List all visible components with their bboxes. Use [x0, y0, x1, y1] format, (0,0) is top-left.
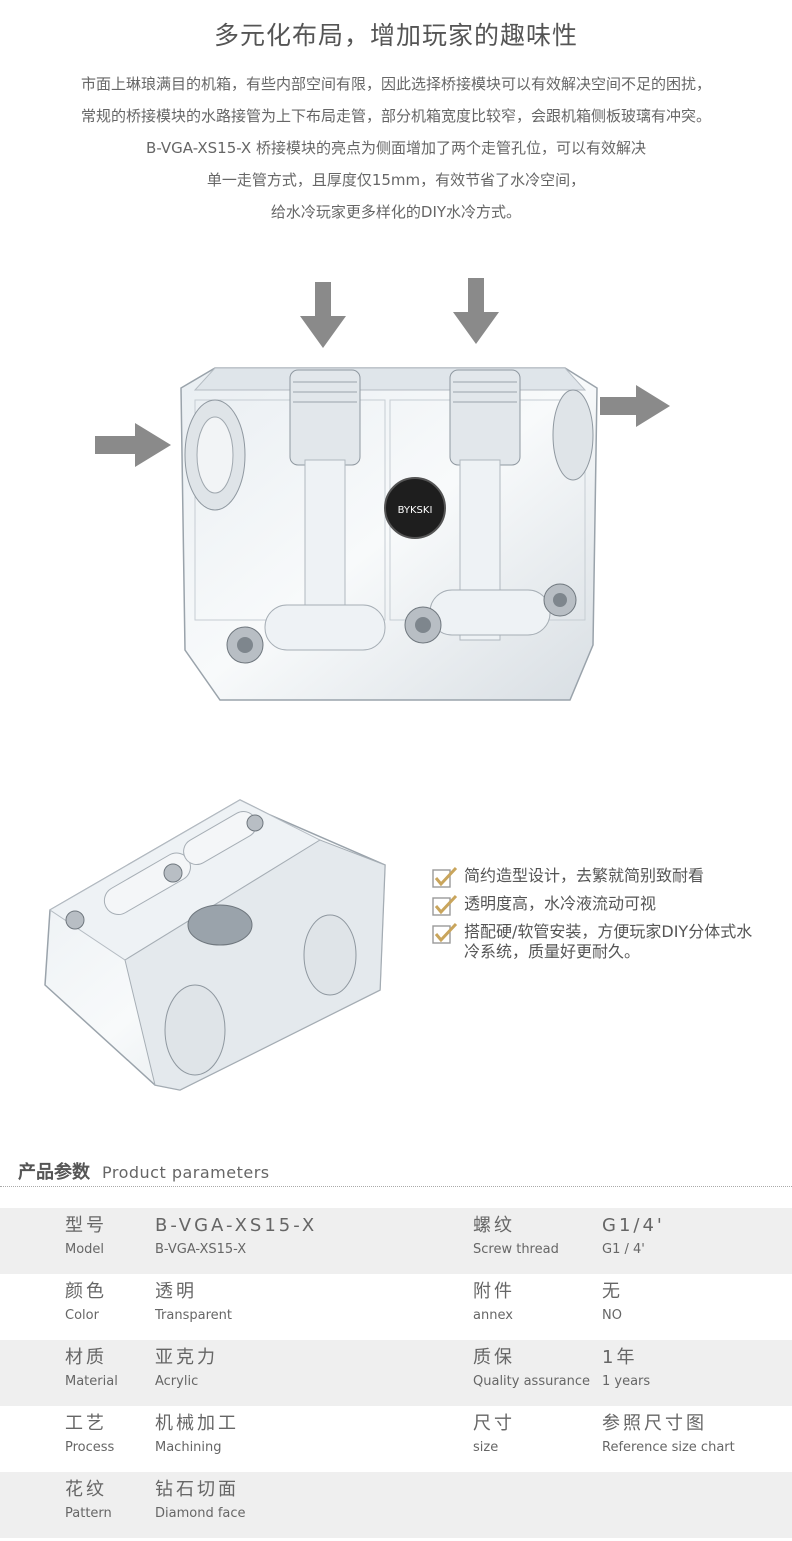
headline: 多元化布局，增加玩家的趣味性	[213, 21, 578, 50]
param-value-en: B-VGA-XS15-X	[155, 1242, 247, 1257]
intro-line: 常规的桥接模块的水路接管为上下布局走管，部分机箱宽度比较窄，会跟机箱侧板玻璃有冲…	[80, 107, 711, 125]
param-value-en: Transparent	[155, 1308, 232, 1323]
checkbox-checked-icon	[432, 894, 458, 916]
param-value-en: G1 / 4'	[602, 1242, 645, 1257]
param-label: 花纹	[65, 1479, 107, 1500]
intro-paragraph: 市面上琳琅满目的机箱，有些内部空间有限，因此选择桥接模块可以有效解决空间不足的困…	[20, 68, 772, 228]
param-value: 参照尺寸图	[602, 1413, 707, 1434]
param-value: 透明	[155, 1281, 197, 1302]
param-label: 型号	[65, 1215, 107, 1236]
arrow-right-icon	[600, 385, 670, 427]
param-label-en: annex	[473, 1308, 513, 1323]
feature-text: 搭配硬/软管安装，方便玩家DIY分体式水冷系统，质量好更耐久。	[464, 922, 753, 961]
list-item: 简约造型设计，去繁就简别致耐看	[432, 866, 772, 888]
intro-line: 市面上琳琅满目的机箱，有些内部空间有限，因此选择桥接模块可以有效解决空间不足的困…	[80, 75, 711, 93]
param-label: 材质	[65, 1347, 107, 1368]
param-value-en: Machining	[155, 1440, 222, 1455]
param-label-en: Quality assurance	[473, 1374, 591, 1389]
list-item: 透明度高，水冷液流动可视	[432, 894, 772, 916]
param-value-en: Reference size chart	[602, 1440, 735, 1455]
param-value: G1/4'	[602, 1215, 665, 1236]
param-value-en: Acrylic	[155, 1374, 199, 1389]
params-title-en: Product parameters	[102, 1163, 270, 1182]
param-label-en: Screw thread	[473, 1242, 559, 1257]
param-value: 钻石切面	[155, 1479, 239, 1500]
param-label-en: Material	[65, 1374, 118, 1389]
param-value: 机械加工	[155, 1413, 239, 1434]
param-label-en: Pattern	[65, 1506, 112, 1521]
arrow-down-icon	[300, 282, 346, 348]
param-value: 亚克力	[155, 1347, 218, 1368]
arrow-right-icon	[95, 423, 171, 467]
params-title-cn: 产品参数	[18, 1162, 90, 1183]
feature-text: 简约造型设计，去繁就简别致耐看	[464, 866, 705, 885]
param-value: 无	[602, 1281, 623, 1302]
param-label-en: size	[473, 1440, 499, 1455]
feature-text: 透明度高，水冷液流动可视	[464, 894, 657, 913]
param-label: 尺寸	[473, 1413, 515, 1434]
param-label: 螺纹	[473, 1215, 515, 1236]
list-item: 搭配硬/软管安装，方便玩家DIY分体式水冷系统，质量好更耐久。	[432, 922, 772, 962]
table-row: 材质 Material 亚克力 Acrylic 质保 Quality assuranc…	[0, 1340, 792, 1406]
checkbox-checked-icon	[432, 866, 458, 888]
intro-line: B-VGA-XS15-X 桥接模块的亮点为侧面增加了两个走管孔位，可以有效解决	[146, 139, 646, 157]
logo-text: BYKSKI	[398, 505, 433, 516]
feature-list: 简约造型设计，去繁就简别致耐看 透明度高，水冷液流动可视 搭配硬/软管安装，方便…	[432, 866, 772, 968]
param-label-en: Color	[65, 1308, 99, 1323]
param-value: 1年	[602, 1347, 638, 1368]
params-title: 产品参数 Product parameters	[18, 1158, 270, 1184]
table-row: 型号 Model B-VGA-XS15-X B-VGA-XS15-X 螺纹 Screw…	[0, 1208, 792, 1274]
intro-line: 单一走管方式，且厚度仅15mm，有效节省了水冷空间，	[206, 171, 586, 189]
product-front-image: BYKSKI	[180, 367, 598, 701]
param-value-en: Diamond face	[155, 1506, 246, 1521]
param-label-en: Process	[65, 1440, 115, 1455]
product-angled-image	[44, 799, 386, 1091]
param-label: 附件	[473, 1281, 515, 1302]
param-value-en: NO	[602, 1308, 622, 1323]
params-table: 型号 Model B-VGA-XS15-X B-VGA-XS15-X 螺纹 Screw…	[0, 1208, 792, 1538]
arrow-down-icon	[453, 278, 499, 344]
table-row: 工艺 Process 机械加工 Machining 尺寸 size 参照尺寸图 Refe…	[0, 1406, 792, 1472]
param-value: B-VGA-XS15-X	[155, 1215, 318, 1236]
intro-line: 给水冷玩家更多样化的DIY水冷方式。	[270, 203, 522, 221]
divider	[0, 1186, 792, 1187]
param-value-en: 1 years	[602, 1374, 651, 1389]
param-label-en: Model	[65, 1242, 105, 1257]
checkbox-checked-icon	[432, 922, 458, 944]
table-row: 颜色 Color 透明 Transparent 附件 annex 无 NO	[0, 1274, 792, 1340]
param-label: 工艺	[65, 1413, 107, 1434]
param-label: 质保	[473, 1347, 515, 1368]
table-row: 花纹 Pattern 钻石切面 Diamond face	[0, 1472, 792, 1538]
param-label: 颜色	[65, 1281, 107, 1302]
